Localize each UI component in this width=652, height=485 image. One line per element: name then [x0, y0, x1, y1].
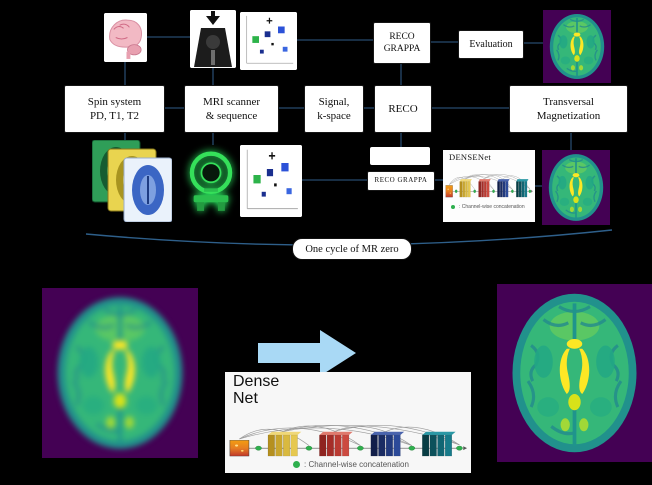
reco-grappa-top-line1: RECO — [389, 31, 415, 42]
transversal-line2: Magnetization — [536, 110, 601, 122]
concat-dot-icon — [451, 205, 455, 209]
kspace-plot-top — [240, 12, 297, 70]
densenet-title-line1: Dense — [233, 373, 280, 390]
densenet-mini-panel: DENSENet : Channel-wise concatenation — [443, 150, 535, 222]
parameter-maps-stack — [91, 139, 173, 223]
mri-result-image-top — [543, 10, 611, 83]
anatomical-brain-image — [104, 13, 147, 62]
cycle-label-text: One cycle of MR zero — [305, 243, 399, 255]
signal-line2: k-space — [317, 110, 351, 122]
cycle-label-pill: One cycle of MR zero — [292, 238, 412, 260]
mri-result-image-bottom — [542, 150, 610, 225]
brain-mri-icon — [510, 291, 639, 455]
densenet-title-line2: Net — [233, 389, 258, 407]
spin-system-box: Spin system PD, T1, T2 — [64, 85, 165, 133]
brain-mri-icon — [548, 13, 606, 80]
sharp-brain-image — [497, 284, 652, 462]
blurry-brain-image — [42, 288, 198, 458]
mri-scanner-photo — [190, 10, 236, 68]
mri-scanner-icon — [190, 10, 236, 68]
blank-box — [370, 147, 430, 165]
spin-system-line1: Spin system — [87, 95, 142, 108]
transversal-line1: Transversal — [543, 95, 594, 108]
mri-scanner-line2: & sequence — [205, 110, 258, 122]
densenet-mini-title: DENSENet — [449, 152, 492, 162]
reco-grappa-box-top: RECO GRAPPA — [373, 22, 431, 64]
transversal-magnetization-box: Transversal Magnetization — [509, 85, 628, 133]
concat-dot-icon — [293, 461, 300, 468]
flow-arrow-icon — [258, 330, 356, 376]
brain-mri-icon — [55, 295, 185, 451]
kspace-icon — [240, 145, 302, 217]
signal-line1: Signal, — [318, 95, 350, 108]
densenet-blocks-icon — [229, 424, 468, 457]
densenet-main-title: Dense Net — [233, 373, 280, 408]
evaluation-label: Evaluation — [469, 39, 513, 50]
mri-scanner-line1: MRI scanner — [202, 95, 261, 108]
mri-scanner-box: MRI scanner & sequence — [184, 85, 279, 133]
brain-mri-icon — [547, 153, 605, 222]
reco-grappa-top-line2: GRAPPA — [383, 44, 421, 54]
densenet-main-legend: : Channel-wise concatenation — [293, 460, 409, 469]
densenet-mini-legend: : Channel-wise concatenation — [451, 204, 525, 210]
reco-label: RECO — [388, 102, 418, 115]
densenet-main-panel: Dense Net : Channel-wise concatenation — [225, 372, 471, 473]
densenet-mini-legend-text: : Channel-wise concatenation — [459, 204, 525, 210]
reco-box: RECO — [374, 85, 432, 133]
neon-scanner-icon — [189, 151, 233, 211]
parameter-maps-icon — [91, 139, 173, 223]
green-scanner — [185, 145, 237, 217]
densenet-blocks-icon — [445, 174, 533, 198]
kspace-icon — [240, 12, 297, 70]
evaluation-box: Evaluation — [458, 30, 524, 59]
reco-grappa-bottom-label: RECO GRAPPA — [374, 176, 428, 185]
densenet-main-legend-text: : Channel-wise concatenation — [304, 460, 409, 469]
reco-grappa-box-bottom: RECO GRAPPA — [367, 171, 435, 191]
pink-brain-icon — [104, 13, 147, 62]
kspace-plot-bottom — [240, 145, 302, 217]
signal-kspace-box: Signal, k-space — [304, 85, 364, 133]
spin-system-line2: PD, T1, T2 — [89, 110, 140, 122]
